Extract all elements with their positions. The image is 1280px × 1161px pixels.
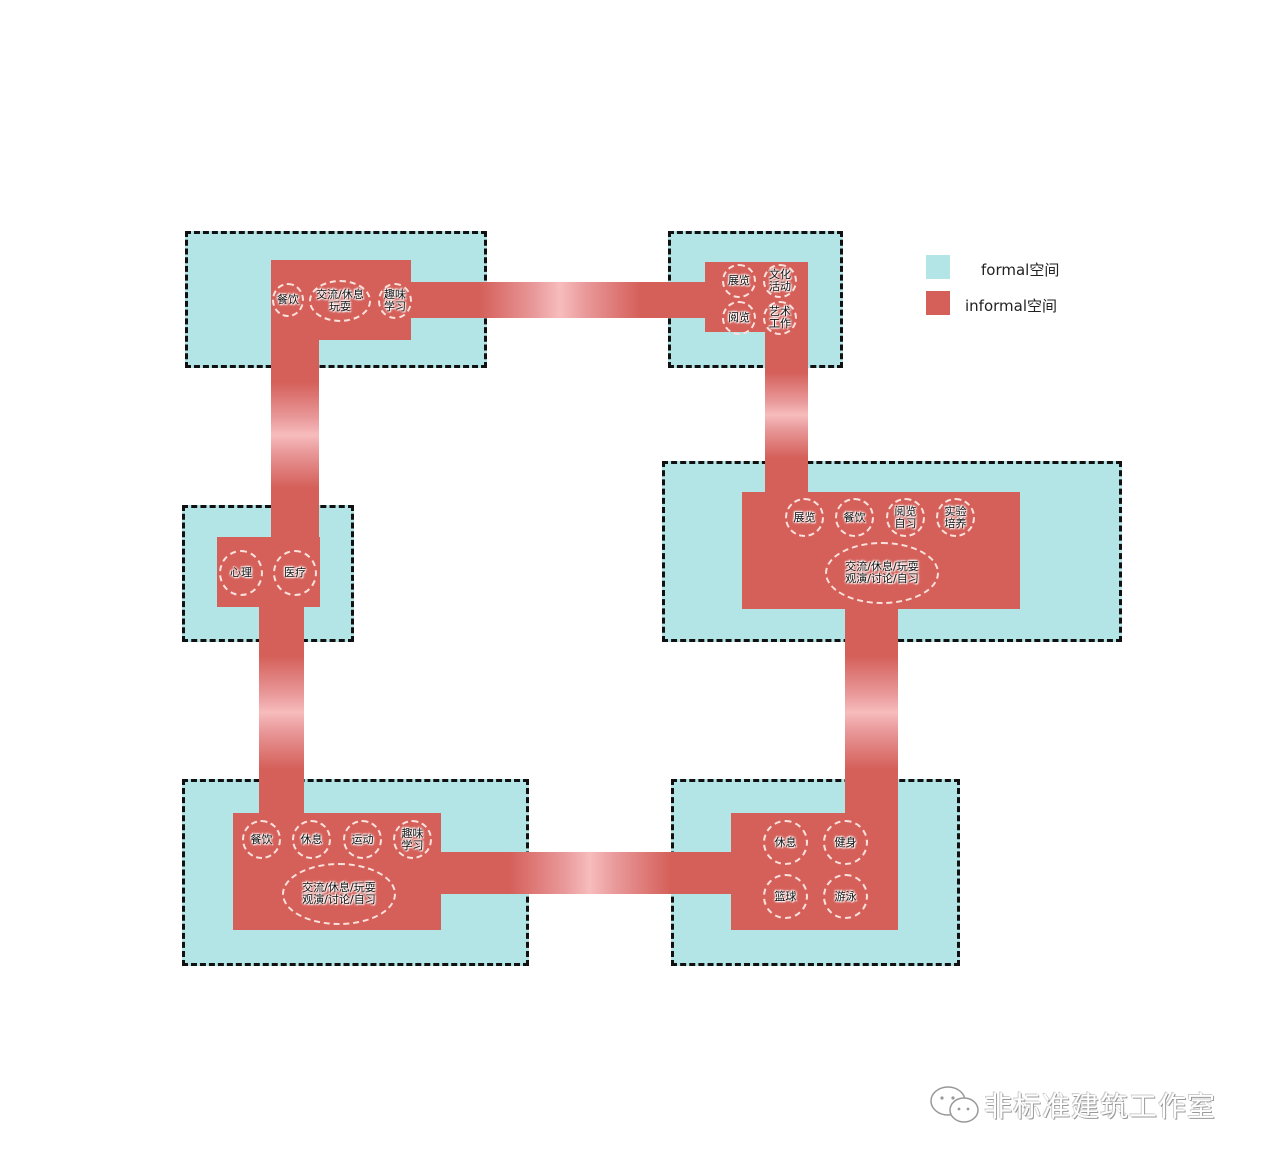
legend-swatch-formal <box>926 255 950 279</box>
activity-bubble: 交流/休息/玩耍 观演/讨论/自习 <box>825 542 939 604</box>
activity-label: 交流/休息/玩耍 观演/讨论/自习 <box>302 881 376 906</box>
activity-label: 趣味 学习 <box>401 826 424 852</box>
wechat-icon <box>930 1086 979 1123</box>
activity-bubble: 餐饮 <box>242 820 281 859</box>
activity-bubble: 展览 <box>785 498 824 537</box>
activity-bubble: 艺术 工作 <box>763 301 797 335</box>
informal-zone-bottom-right <box>731 813 898 930</box>
activity-bubble: 趣味 学习 <box>393 820 432 859</box>
activity-bubble: 实验 培养 <box>936 498 975 537</box>
activity-label: 运动 <box>351 832 374 846</box>
activity-label: 趣味 学习 <box>384 288 406 313</box>
activity-bubble: 阅览 <box>722 301 756 335</box>
activity-label: 展览 <box>728 274 750 287</box>
activity-label: 休息 <box>300 832 323 846</box>
informal-zone-bottom-right-stem <box>845 776 898 816</box>
activity-bubble: 篮球 <box>763 874 808 919</box>
informal-zone-middle-left-stem-top <box>271 500 319 540</box>
legend-label-informal: informal空间 <box>965 297 1058 315</box>
activity-label: 阅览 自习 <box>894 504 917 530</box>
activity-bubble: 游泳 <box>823 874 868 919</box>
activity-bubble: 文化 活动 <box>763 264 797 298</box>
activity-bubble: 阅览 自习 <box>886 498 925 537</box>
activity-bubble: 餐饮 <box>835 498 874 537</box>
activity-label: 交流/休息/玩耍 观演/讨论/自习 <box>845 560 919 585</box>
legend-swatch-informal <box>926 291 950 315</box>
activity-bubble: 交流/休息/玩耍 观演/讨论/自习 <box>282 863 396 925</box>
activity-label: 游泳 <box>834 889 857 903</box>
activity-label: 篮球 <box>774 889 797 903</box>
activity-bubble: 趣味 学习 <box>378 283 412 319</box>
activity-bubble: 餐饮 <box>272 283 304 317</box>
informal-zone-middle-right-stem-top <box>765 458 808 494</box>
activity-bubble: 展览 <box>722 264 756 298</box>
activity-label: 医疗 <box>284 566 306 579</box>
activity-label: 阅览 <box>728 311 750 324</box>
activity-bubble: 医疗 <box>273 550 317 596</box>
activity-bubble: 健身 <box>823 820 868 865</box>
activity-label: 展览 <box>793 510 816 524</box>
activity-bubble: 交流/休息 玩耍 <box>309 280 371 322</box>
activity-label: 文化 活动 <box>769 268 791 293</box>
activity-label: 休息 <box>774 835 797 849</box>
activity-label: 实验 培养 <box>944 504 967 530</box>
activity-label: 餐饮 <box>843 510 866 524</box>
activity-bubble: 休息 <box>763 820 808 865</box>
informal-zone-bottom-left-stem <box>259 776 304 816</box>
activity-label: 健身 <box>834 835 857 849</box>
activity-label: 交流/休息 玩耍 <box>316 288 364 313</box>
activity-bubble: 休息 <box>292 820 331 859</box>
activity-label: 餐饮 <box>277 293 299 306</box>
activity-label: 艺术 工作 <box>769 305 791 330</box>
informal-zone-top-left-stem <box>271 330 319 370</box>
informal-zone-middle-right-stem-bottom <box>845 605 898 645</box>
activity-bubble: 运动 <box>343 820 382 859</box>
activity-label: 餐饮 <box>250 832 273 846</box>
corridor-bottom <box>430 852 750 894</box>
corridor-top <box>400 282 720 318</box>
activity-label: 心理 <box>230 566 252 579</box>
watermark-text: 非标准建筑工作室 <box>984 1090 1217 1123</box>
informal-zone-middle-left-stem-bottom <box>259 600 304 645</box>
legend-label-formal: formal空间 <box>981 261 1060 279</box>
activity-bubble: 心理 <box>219 550 263 596</box>
